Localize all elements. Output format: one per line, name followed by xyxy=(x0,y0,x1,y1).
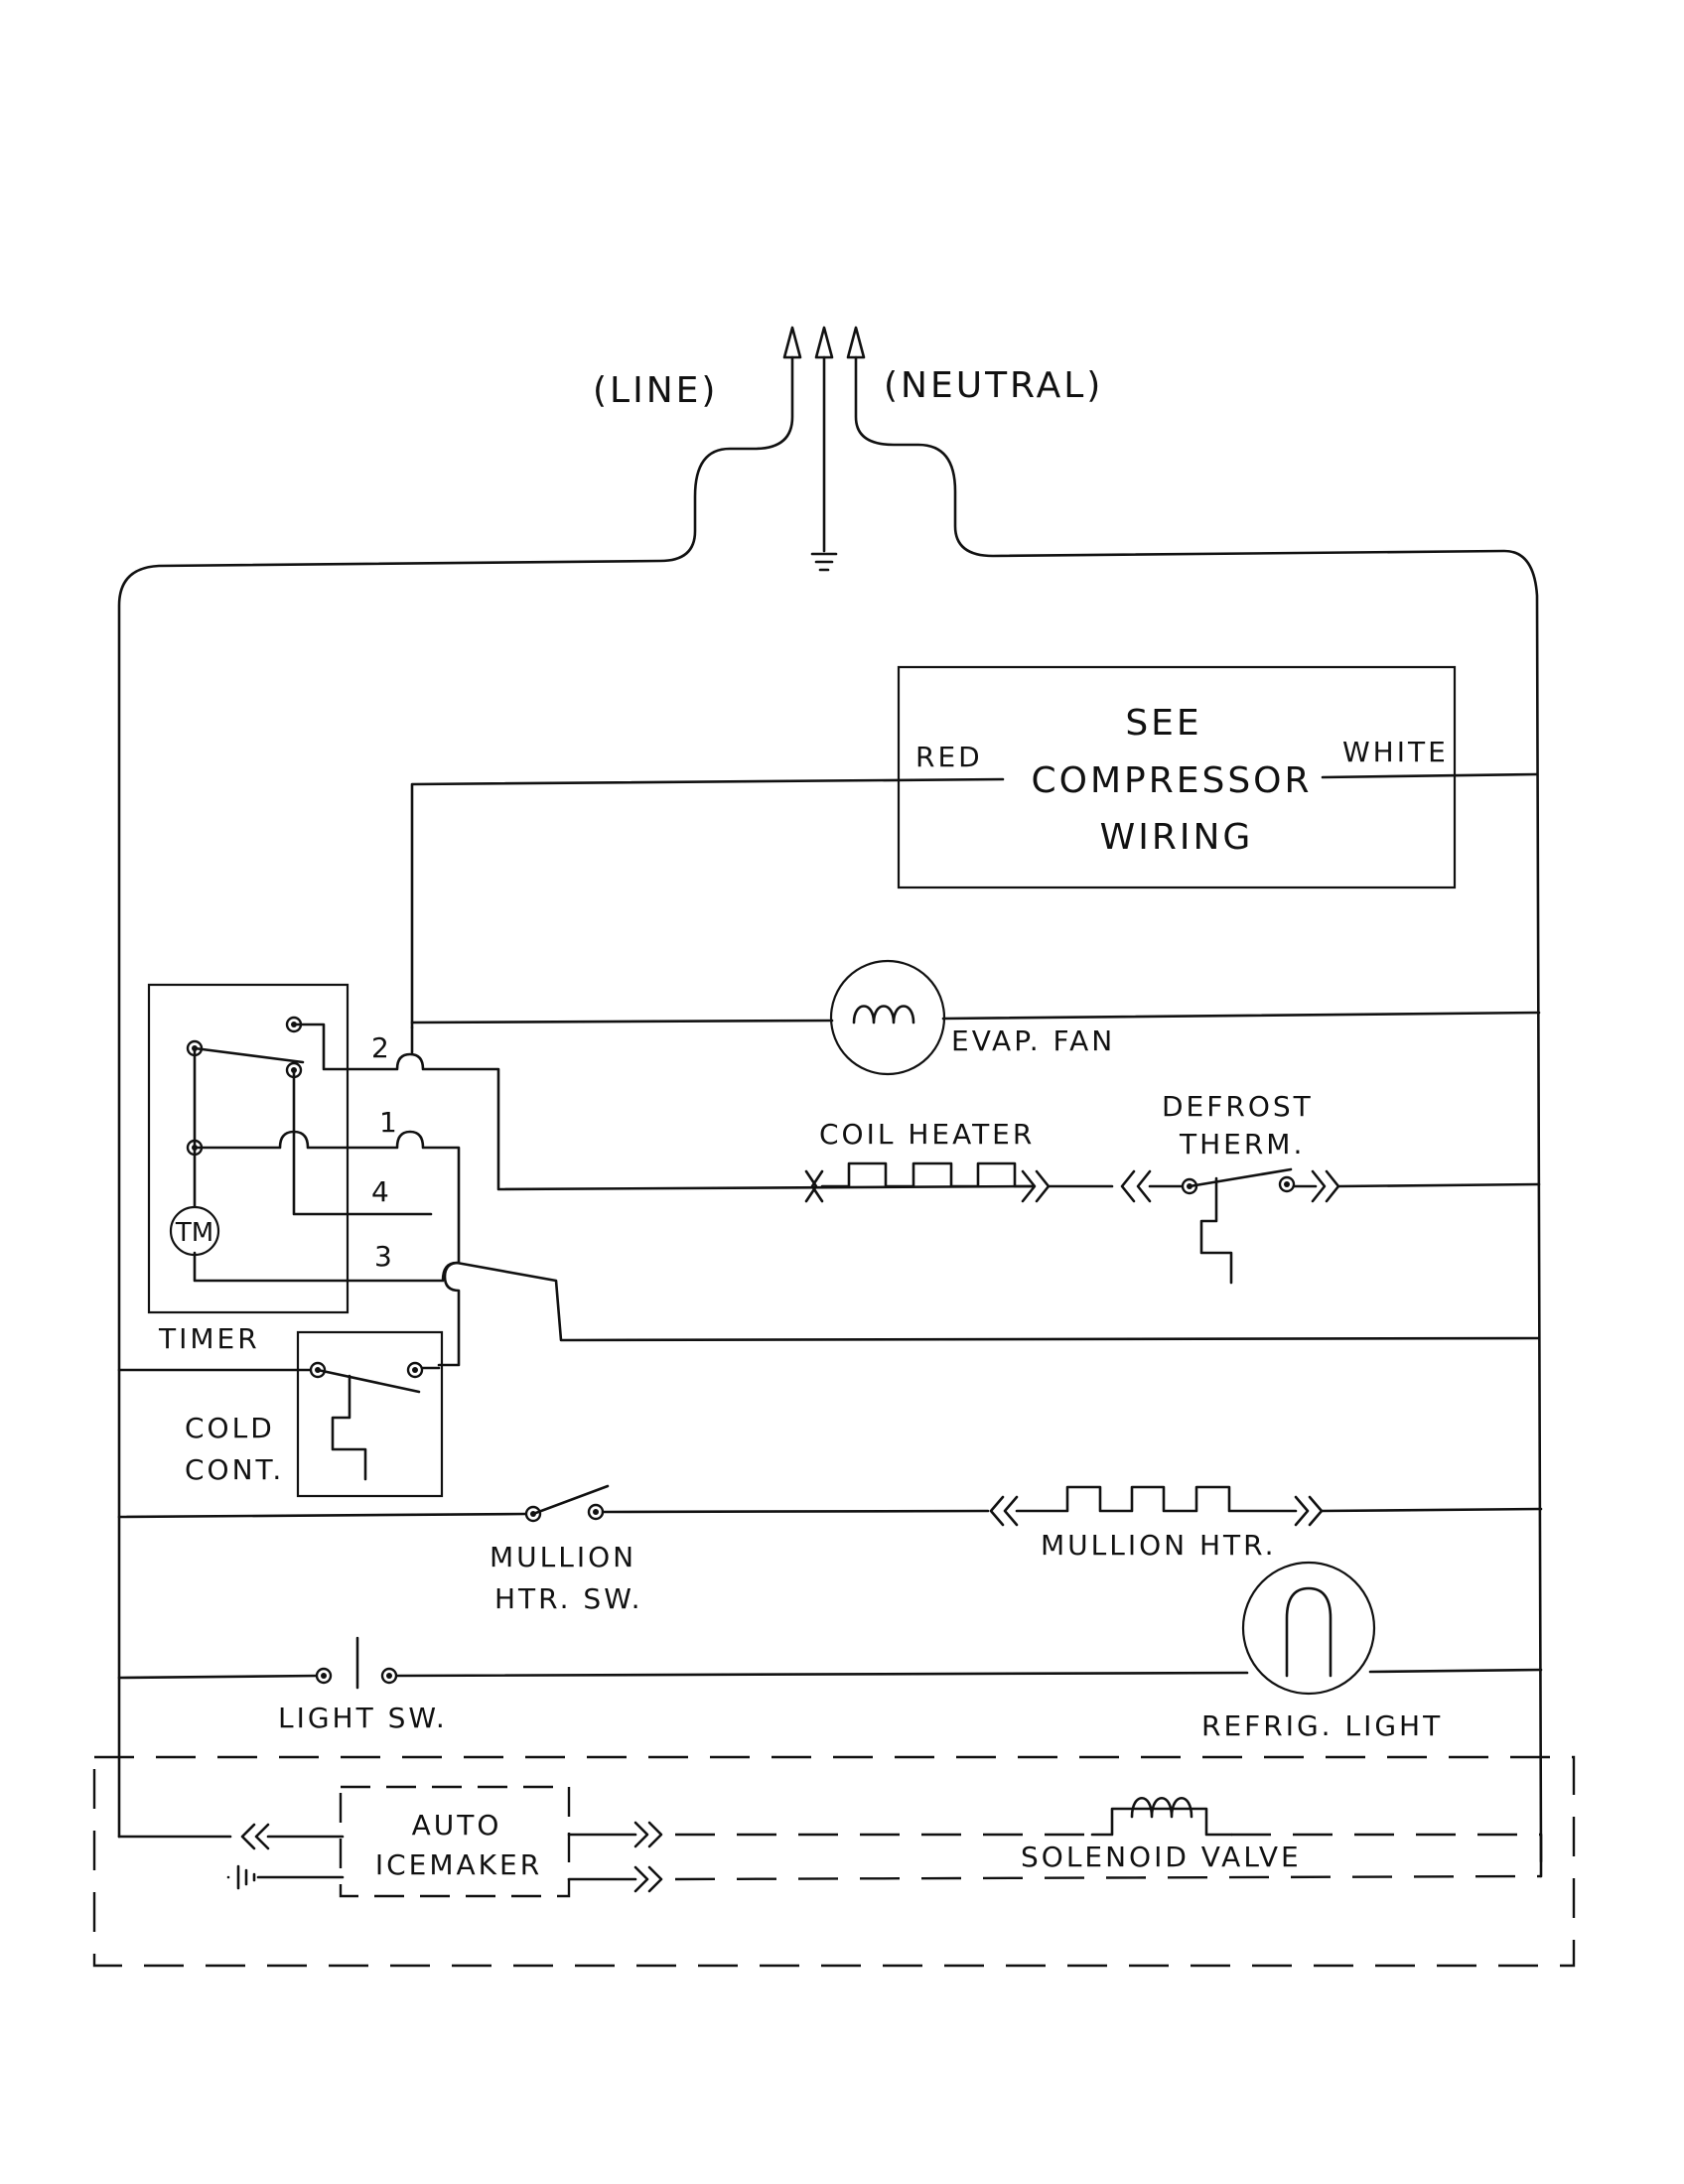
solenoid-valve-label: SOLENOID VALVE xyxy=(1021,1841,1302,1873)
auto-icemaker-label-1: AUTO xyxy=(412,1809,502,1842)
compressor-wiring: WIRING xyxy=(1100,817,1254,858)
timer-terminal-3: 3 xyxy=(374,1240,395,1273)
compressor-title: COMPRESSOR xyxy=(1031,760,1312,801)
timer-internal-wiring xyxy=(186,1016,1541,1367)
neutral-label: (NEUTRAL) xyxy=(884,365,1103,406)
light-switch-icon xyxy=(315,1636,398,1690)
coil-heater-label: COIL HEATER xyxy=(819,1118,1035,1151)
cold-control-label-2: CONT. xyxy=(185,1453,284,1486)
mullion-htr-label: MULLION HTR. xyxy=(1041,1529,1277,1562)
compressor-see: SEE xyxy=(1125,703,1201,744)
cold-control-label-1: COLD xyxy=(185,1412,275,1444)
defrost-therm-label-2: THERM. xyxy=(1179,1128,1305,1160)
cold-control-switch-icon xyxy=(309,1361,441,1481)
defrost-therm-label-1: DEFROST xyxy=(1162,1090,1314,1123)
refrig-light-label: REFRIG. LIGHT xyxy=(1201,1709,1443,1742)
refrig-light-bulb-icon xyxy=(1241,1561,1376,1696)
icemaker-ground-icon xyxy=(226,1864,345,1890)
auto-icemaker-box xyxy=(339,1785,571,1898)
light-sw-label: LIGHT SW. xyxy=(278,1702,448,1734)
white-lead-label: WHITE xyxy=(1342,736,1449,768)
red-lead-label: RED xyxy=(915,741,983,773)
power-plug xyxy=(117,326,1543,1863)
timer-label: TIMER xyxy=(158,1322,260,1355)
solenoid-valve-icon xyxy=(1090,1797,1233,1837)
compressor-box xyxy=(897,665,1457,889)
timer-terminal-4: 4 xyxy=(371,1175,392,1208)
mullion-htr-sw-label-2: HTR. SW. xyxy=(494,1582,643,1615)
cold-control-box xyxy=(296,1330,444,1498)
mullion-htr-switch-icon xyxy=(524,1484,610,1523)
line-label: (LINE) xyxy=(593,370,718,411)
evap-fan-motor-icon xyxy=(829,959,946,1076)
ground-icon xyxy=(810,552,838,572)
timer-terminal-2: 2 xyxy=(371,1031,392,1064)
defrost-therm-icon xyxy=(1120,1167,1340,1285)
timer-motor-label: TM xyxy=(175,1218,213,1248)
mullion-htr-sw-label-1: MULLION xyxy=(490,1541,636,1573)
coil-heater-icon xyxy=(804,1161,1051,1203)
evap-fan-label: EVAP. FAN xyxy=(951,1024,1115,1057)
timer-motor-icon xyxy=(169,1205,220,1257)
icemaker-kit-outline xyxy=(92,1755,1576,1968)
auto-icemaker-label-2: ICEMAKER xyxy=(375,1848,542,1881)
mullion-heater-icon xyxy=(989,1485,1324,1527)
timer-terminal-1: 1 xyxy=(379,1106,400,1139)
